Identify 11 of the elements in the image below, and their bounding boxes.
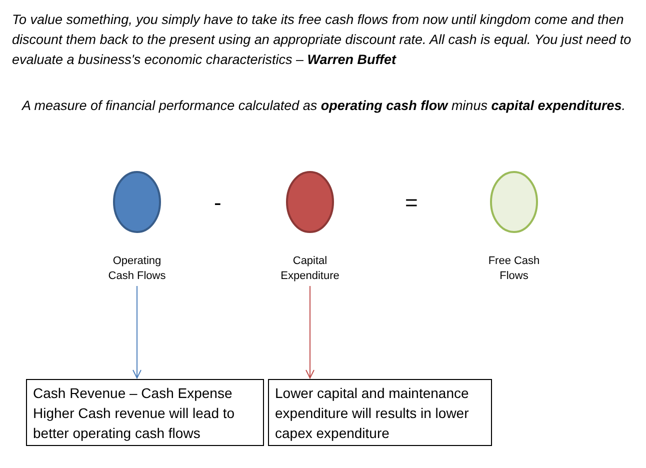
- circle-caption: Free Cash Flows: [487, 254, 541, 284]
- arrow: [306, 286, 314, 378]
- text-box: Lower capital and maintenance expenditure will results in lower capex expenditure: [268, 379, 492, 446]
- quote-text: To value something, you simply have to take its free cash flows from now until kingdom come and then discount them back to the present using an appropriate discount rate. All cash is equal. You just need to evaluate a business's economic characteristics – Warren Buffet: [12, 11, 632, 69]
- arrow: [132, 286, 142, 378]
- circle-caption: Capital Expenditure: [280, 254, 340, 284]
- operator-sign: -: [214, 190, 222, 216]
- text-box: Cash Revenue – Cash Expense Higher Cash revenue will lead to better operating cash flows: [26, 379, 264, 446]
- circle-caption: Operating Cash Flows: [107, 254, 167, 284]
- quote-text: A measure of financial performance calculated as operating cash flow minus capital expenditures.: [22, 97, 627, 115]
- operator-sign: =: [405, 190, 418, 216]
